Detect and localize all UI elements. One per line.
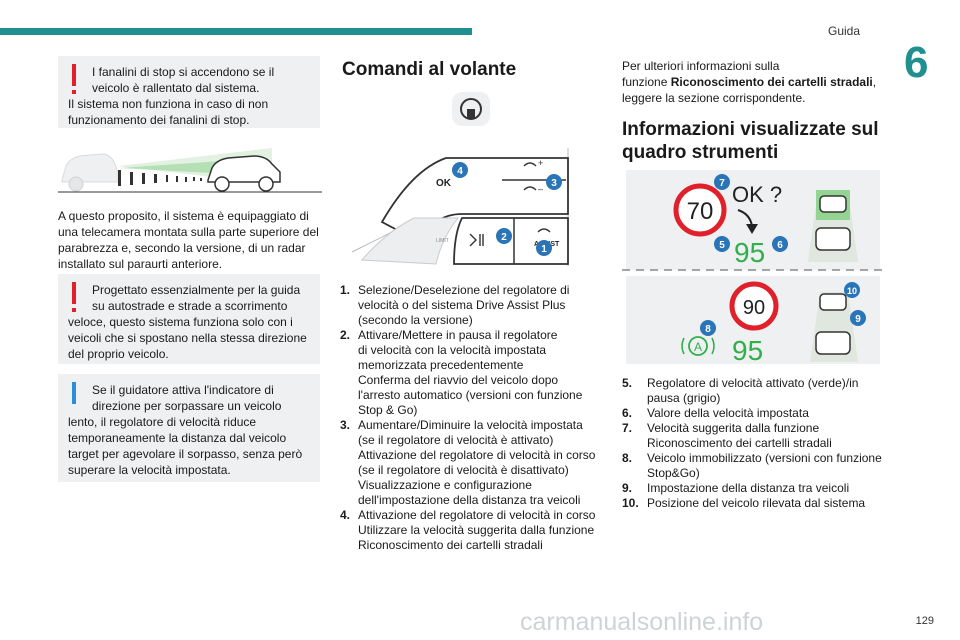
list-item: 6. Valore della velocità impostata [622,406,809,420]
header-accent-bar [0,28,472,35]
camera-radar-paragraph: A questo proposito, il sistema è equipag… [58,209,319,271]
warning-icon [72,64,76,94]
svg-text:3: 3 [551,178,557,189]
svg-text:8: 8 [705,324,711,335]
svg-text:–: – [538,184,543,194]
radar-car-illustration [58,148,322,193]
dashboard-info-list: 5. Regolatore di velocità attivato (verd… [622,376,894,511]
warning-note-highway: Progettato essenzialmente per la guida s… [58,274,320,364]
dashboard-info-title: Informazioni visualizzate sul quadro str… [622,119,879,163]
svg-text:90: 90 [743,297,765,319]
list-item: 3. Aumentare/Diminuire la velocità impos… [340,418,596,507]
warning-note-brake-lights: I fanalini di stop si accendono se il ve… [58,56,320,128]
list-item: 8. Veicolo immobilizzato (versioni con f… [622,451,882,480]
further-info-paragraph: Per ulteriori informazioni sulla funzion… [622,59,877,105]
svg-text:95: 95 [732,335,763,364]
list-item: 1. Selezione/Deselezione del regolatore … [340,283,570,327]
svg-text:+: + [538,158,543,168]
list-item: 2. Attivare/Mettere in pausa il regolato… [340,328,583,417]
list-item: 10. Posizione del veicolo rilevata dal s… [622,496,866,510]
svg-text:OK: OK [436,178,452,189]
svg-text:OK ?: OK ? [732,182,782,207]
svg-text:4: 4 [457,166,463,177]
instrument-panel-top: 70 OK ? 95 7 5 6 [626,170,880,270]
svg-text:9: 9 [855,314,861,325]
svg-text:LIMIT: LIMIT [436,238,449,244]
list-item: 5. Regolatore di velocità attivato (verd… [622,376,859,405]
svg-text:2: 2 [501,232,507,243]
svg-text:95: 95 [734,237,765,268]
svg-text:1: 1 [541,244,547,255]
list-item: 4. Attivazione del regolatore di velocit… [340,508,596,552]
steering-wheel-icon [452,92,490,126]
svg-text:5: 5 [719,240,725,251]
page-number: 129 [915,615,934,627]
steering-controls-title: Comandi al volante [342,59,517,80]
svg-text:A: A [694,340,702,354]
chapter-number: 6 [904,38,929,87]
warning-icon [72,282,76,312]
svg-text:70: 70 [687,198,714,225]
svg-text:6: 6 [777,240,783,251]
steering-controls-figure: OK ASSIST LIMIT + – 4 3 2 1 [351,148,569,266]
info-note-overtaking: Se il guidatore attiva l'indicatore di d… [58,374,320,482]
svg-text:10: 10 [847,286,857,296]
steering-controls-list: 1. Selezione/Deselezione del regolatore … [340,283,606,553]
section-label: Guida [828,24,861,38]
svg-text:7: 7 [719,178,725,189]
dashed-divider [622,269,886,271]
info-icon [72,382,76,404]
callout-badges: 4 3 2 1 [452,162,562,256]
instrument-panel-bottom: 90 95 A 10 9 8 [626,276,880,364]
watermark: carmanualsonline.info [520,608,764,636]
list-item: 9. Impostazione della distanza tra veico… [622,481,850,495]
